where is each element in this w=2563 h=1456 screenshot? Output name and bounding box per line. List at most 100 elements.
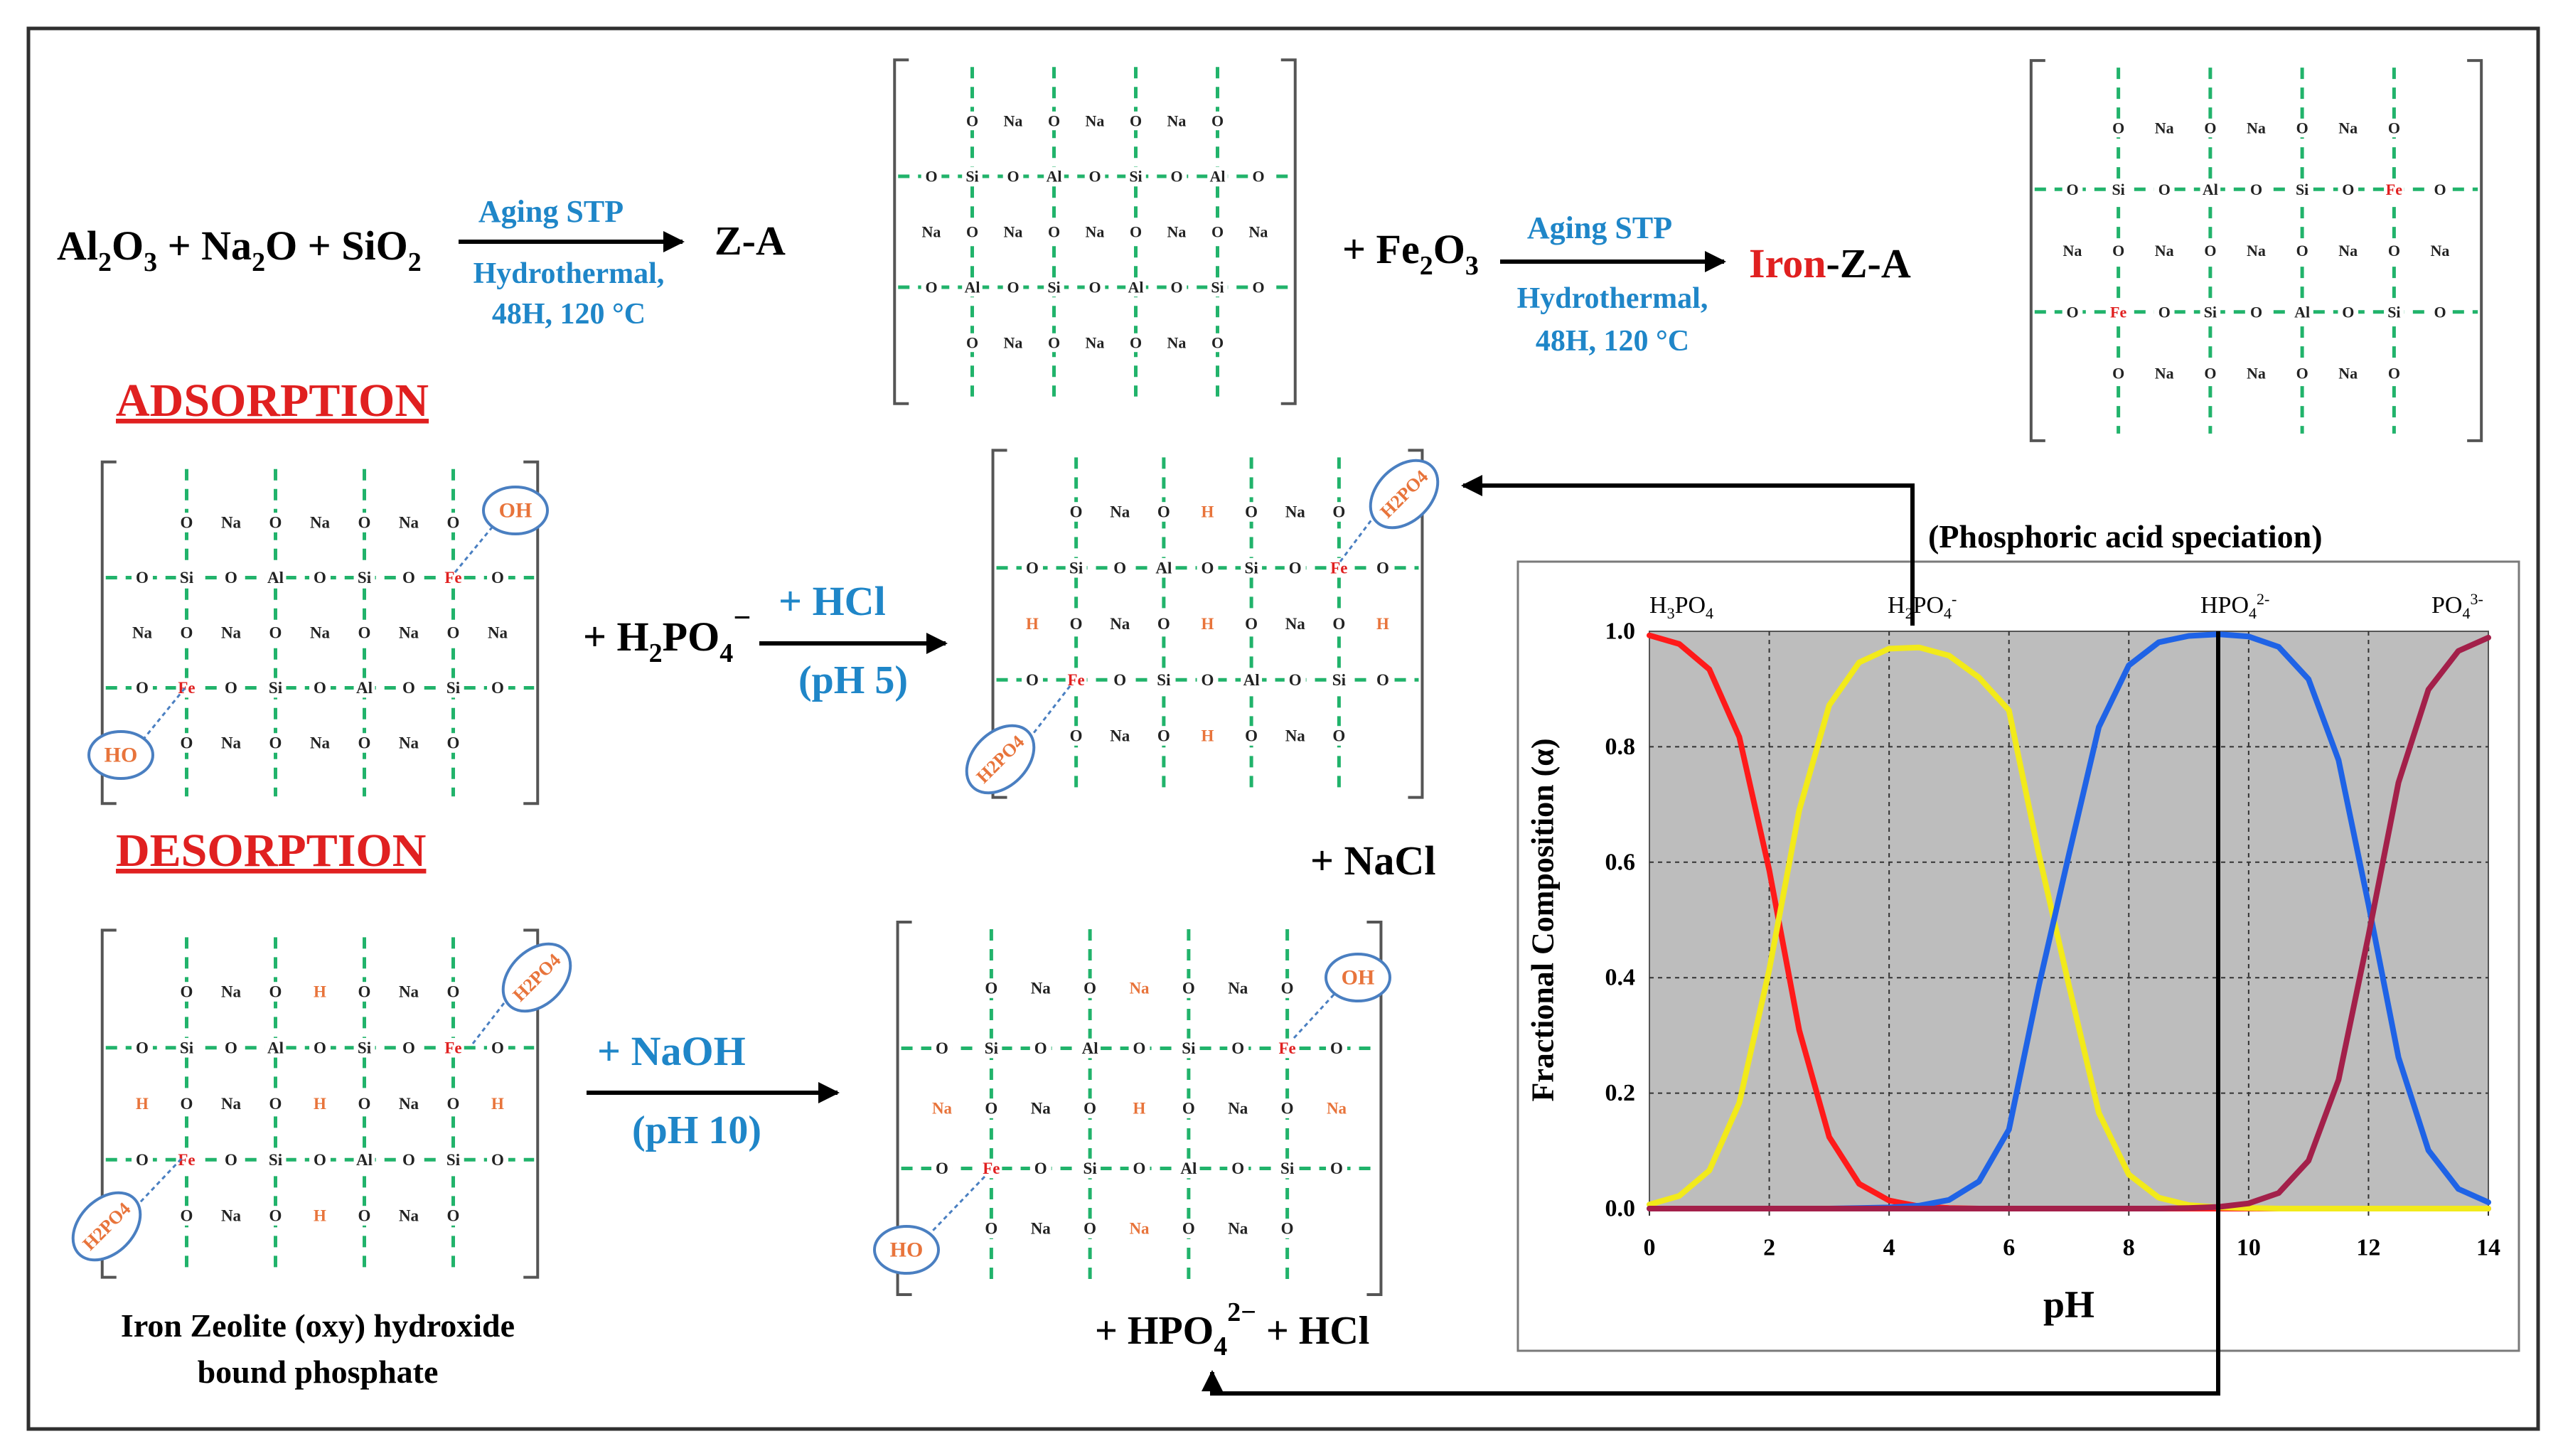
atom-bg (1207, 222, 1228, 242)
oxygen-atom: O (2204, 365, 2216, 382)
species-label-2: HPO42- (2200, 590, 2269, 622)
sodium-atom: Na (399, 1095, 419, 1113)
atom-bg (1248, 277, 1269, 297)
oxygen-atom: O (1289, 671, 1302, 689)
oxygen-atom: O (2112, 365, 2124, 382)
desorption-caption-line-1: Iron Zeolite (oxy) hydroxide (121, 1307, 515, 1344)
bracket-left (100, 460, 117, 805)
sodium-atom: Na (2247, 119, 2266, 137)
atom-bg (1177, 1219, 1199, 1238)
oxygen-atom: O (1376, 671, 1389, 689)
oxygen-atom: O (1048, 334, 1060, 352)
oxygen-atom: O (2066, 181, 2078, 198)
oxygen-atom: O (314, 1151, 326, 1169)
oxygen-atom: O (225, 569, 237, 587)
atom-bg (2153, 180, 2175, 199)
atom-bg (1044, 111, 1064, 131)
series-line-1 (1647, 644, 2491, 1211)
bracket-right (1408, 449, 1424, 799)
atom-bg (309, 1206, 331, 1226)
hydrogen-ion: H (1376, 615, 1389, 633)
atom-bg (132, 567, 153, 588)
silicon-atom: Si (358, 569, 372, 587)
atom-bg (132, 623, 153, 643)
atom-bg (264, 1206, 287, 1226)
atom-bg (1241, 670, 1263, 690)
atom-bg (1029, 1098, 1052, 1118)
atom-bg (1128, 1098, 1150, 1118)
sodium-atom: Na (1249, 223, 1268, 241)
desorption-condition-bottom: (pH 10) (632, 1108, 761, 1152)
atom-bg (2384, 302, 2404, 321)
sodium-atom: Na (1285, 727, 1306, 745)
atom-bg (1177, 1098, 1199, 1118)
oxygen-atom: O (2204, 242, 2216, 259)
atom-bg (962, 166, 983, 186)
atom-bg (2429, 241, 2451, 260)
silicon-atom: Si (180, 569, 194, 587)
iron-atom: Fe (444, 569, 461, 587)
atom-bg (442, 1206, 464, 1226)
atom-bg (1084, 166, 1106, 186)
sodium-atom: Na (2431, 242, 2450, 259)
adsorption-condition-top: + HCl (778, 578, 886, 624)
atom-bg (2200, 180, 2221, 199)
atom-bg (1328, 670, 1350, 690)
sodium-atom: Na (1285, 615, 1306, 633)
atom-bg (309, 1093, 331, 1114)
synthesis-row: Al2O3 + Na2O + SiO2 Aging STP Hydrotherm… (57, 194, 1911, 358)
atom-bg (442, 623, 464, 643)
atom-bg (264, 567, 287, 588)
oxygen-atom: O (1231, 1160, 1244, 1177)
atom-bg (264, 1037, 287, 1058)
atom-bg (398, 733, 419, 753)
atom-bg (1044, 222, 1064, 242)
atom-bg (1276, 978, 1298, 998)
oxygen-atom: O (491, 1039, 504, 1056)
atom-bg (1128, 1038, 1150, 1059)
atom-bg (1166, 277, 1187, 297)
silicon-atom: Si (446, 1151, 461, 1169)
atom-bg (2108, 118, 2129, 138)
atom-bg (264, 733, 287, 753)
silicon-atom: Si (965, 168, 978, 186)
atom-bg (1044, 277, 1064, 297)
silicon-atom: Si (269, 679, 283, 697)
hydrogen-ion: H (314, 983, 326, 1001)
atom-bg (1084, 222, 1106, 242)
oxygen-atom: O (447, 734, 460, 752)
atom-bg (1177, 978, 1199, 998)
atom-bg (1207, 111, 1228, 131)
silicon-atom: Si (1157, 671, 1171, 689)
atom-bg (1125, 222, 1146, 242)
oxygen-atom: O (1245, 727, 1258, 745)
x-tick-label: 2 (1763, 1235, 1775, 1261)
atom-bg (962, 333, 983, 353)
atom-bg (442, 678, 464, 698)
bracket-right (2467, 59, 2483, 442)
atom-bg (398, 623, 419, 643)
group-ellipse (965, 724, 1036, 795)
series-line-3 (1647, 634, 2491, 1211)
oxygen-atom: O (314, 1039, 326, 1056)
bracket-left (100, 928, 117, 1279)
atom-bg (2338, 302, 2359, 321)
oxygen-atom: O (1157, 503, 1170, 521)
oxygen-atom: O (1170, 279, 1182, 296)
species-label-1: H2PO4- (1888, 590, 1957, 622)
sodium-atom: Na (221, 983, 242, 1001)
group-ellipse (1325, 953, 1391, 1002)
atom-bg (2108, 241, 2129, 260)
oxygen-atom: O (1070, 727, 1083, 745)
sodium-atom: Na (2063, 242, 2082, 259)
silicon-atom: Si (1182, 1039, 1196, 1057)
oxygen-atom: O (269, 1095, 282, 1113)
oxygen-atom: O (1034, 1039, 1047, 1057)
atom-bg (264, 623, 287, 643)
atom-bg (1109, 557, 1131, 578)
atom-bg (398, 1037, 419, 1058)
oxygen-atom: O (1211, 223, 1224, 241)
oxygen-atom: O (2388, 242, 2400, 259)
group-oh-label: OH (499, 499, 533, 523)
